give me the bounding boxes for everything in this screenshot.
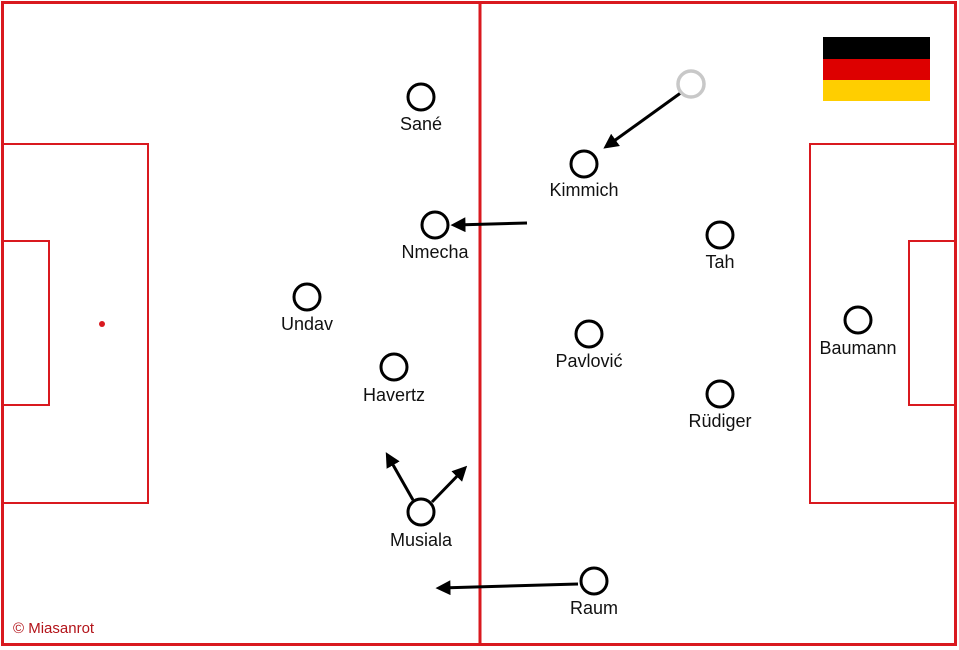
player-marker xyxy=(569,149,599,179)
player-name: Musiala xyxy=(390,530,453,550)
player-name: Baumann xyxy=(819,338,896,358)
player-marker xyxy=(406,82,436,112)
player-pavlovic: Pavlović xyxy=(555,319,623,371)
player-baumann: Baumann xyxy=(819,305,897,358)
player-name: Undav xyxy=(281,314,333,334)
movement-arrows xyxy=(385,90,683,596)
arrow-musiala-run-left xyxy=(385,452,415,501)
player-nmecha: Nmecha xyxy=(401,210,469,262)
player-rudiger: Rüdiger xyxy=(688,379,752,431)
player-marker xyxy=(406,497,436,527)
player-havertz: Havertz xyxy=(363,352,425,405)
germany-flag-icon xyxy=(823,37,930,101)
player-sane: Sané xyxy=(400,82,442,134)
arrow-nmecha-run xyxy=(450,217,528,233)
goal-area-right xyxy=(908,240,957,406)
player-undav: Undav xyxy=(281,282,333,334)
player-name: Raum xyxy=(570,598,618,618)
player-marker xyxy=(292,282,322,312)
player-name: Havertz xyxy=(363,385,425,405)
ghost-position-marker xyxy=(676,69,706,99)
player-name: Nmecha xyxy=(401,242,469,262)
player-raum: Raum xyxy=(570,566,618,618)
player-name: Pavlović xyxy=(555,351,622,371)
player-name: Sané xyxy=(400,114,442,134)
player-marker xyxy=(579,566,609,596)
player-name: Tah xyxy=(705,252,734,272)
player-marker xyxy=(420,210,450,240)
goal-area-left xyxy=(1,240,50,406)
player-marker xyxy=(379,352,409,382)
player-marker xyxy=(705,379,735,409)
copyright-credit: © Miasanrot xyxy=(13,620,95,637)
penalty-area-left xyxy=(1,143,149,504)
player-name: Kimmich xyxy=(549,180,618,200)
arrow-kimmich-run xyxy=(603,90,683,149)
players: Sané Kimmich Nmecha Tah Undav Pavlović B… xyxy=(281,82,897,618)
penalty-area-right xyxy=(809,143,957,504)
player-tah: Tah xyxy=(705,220,735,272)
arrow-musiala-run-right xyxy=(430,465,468,504)
player-marker xyxy=(843,305,873,335)
player-musiala: Musiala xyxy=(390,497,453,550)
player-kimmich: Kimmich xyxy=(549,149,619,200)
arrow-raum-run xyxy=(435,580,579,596)
player-marker xyxy=(574,319,604,349)
penalty-spot-left xyxy=(99,321,105,327)
player-marker xyxy=(705,220,735,250)
player-name: Rüdiger xyxy=(688,411,751,431)
